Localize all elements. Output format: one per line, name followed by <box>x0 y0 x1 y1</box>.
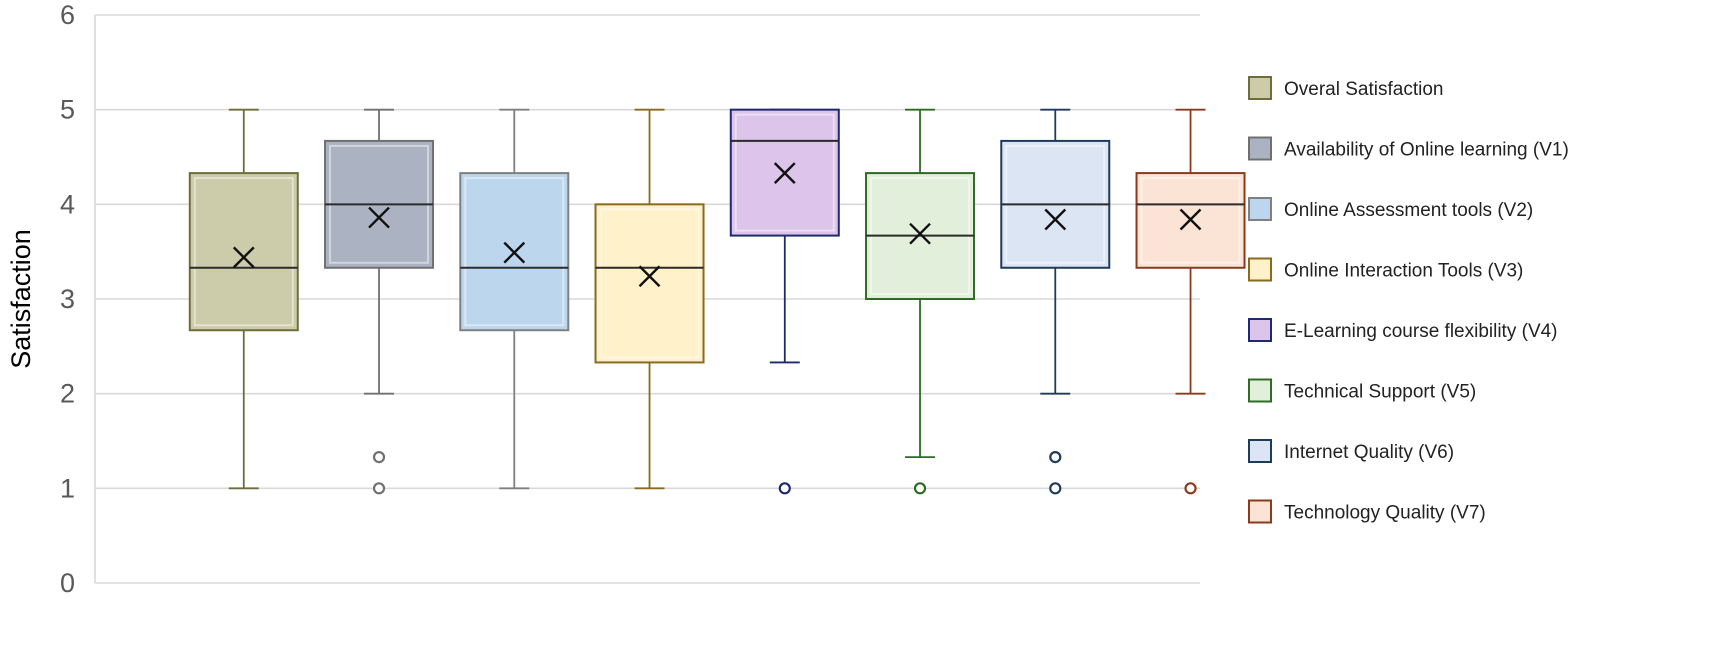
mean-marker <box>773 162 796 184</box>
mean-marker <box>368 206 390 229</box>
y-tick-label: 5 <box>60 95 75 125</box>
y-axis-ticks: 0 1 2 3 4 5 6 <box>60 0 75 598</box>
legend-label: Online Assessment tools (V2) <box>1284 200 1533 221</box>
legend-item: Technology Quality (V7) <box>1248 499 1486 524</box>
legend-label: Internet Quality (V6) <box>1284 442 1454 463</box>
outlier-point <box>778 482 791 495</box>
legend-item: Online Interaction Tools (V3) <box>1248 257 1523 282</box>
outlier-point <box>372 450 386 464</box>
legend-swatch <box>1248 378 1272 403</box>
mean-marker <box>1044 208 1067 231</box>
legend-swatch <box>1248 499 1272 524</box>
y-tick-label: 6 <box>60 0 75 30</box>
legend-swatch <box>1248 257 1272 282</box>
legend-swatch <box>1248 318 1272 342</box>
legend-label: Online Interaction Tools (V3) <box>1284 261 1523 282</box>
legend-swatch <box>1248 136 1272 161</box>
legend-label: Technical Support (V5) <box>1284 382 1476 403</box>
box-group <box>324 108 435 495</box>
outlier-point <box>913 482 927 495</box>
box-group <box>1000 108 1111 495</box>
box-highlight <box>193 177 294 327</box>
legend-item: Availability of Online learning (V1) <box>1248 136 1569 161</box>
outlier-point <box>1049 482 1062 495</box>
mean-marker <box>909 222 931 245</box>
box-iqr <box>1135 172 1246 269</box>
box-group <box>188 108 299 490</box>
outlier-point <box>1049 450 1062 464</box>
box-highlight <box>464 177 565 327</box>
box-iqr <box>188 172 299 332</box>
box-group <box>1135 108 1246 495</box>
y-tick-label: 1 <box>60 473 75 503</box>
y-tick-label: 4 <box>60 189 75 219</box>
mean-marker <box>232 246 255 269</box>
box-group <box>459 108 570 490</box>
box-iqr <box>594 203 705 364</box>
y-axis-title: Satisfaction <box>6 229 36 369</box>
y-tick-label: 0 <box>60 568 75 598</box>
legend-swatch <box>1248 197 1272 221</box>
mean-marker <box>638 265 661 288</box>
legend-swatch <box>1248 76 1272 100</box>
box-group <box>865 108 976 495</box>
legend-label: Technology Quality (V7) <box>1284 503 1486 524</box>
legend-item: E-Learning course flexibility (V4) <box>1248 318 1558 342</box>
legend-label: E-Learning course flexibility (V4) <box>1284 321 1558 342</box>
legend-label: Overal Satisfaction <box>1284 79 1443 100</box>
legend-swatch <box>1248 439 1272 463</box>
legend-label: Availability of Online learning (V1) <box>1284 140 1569 161</box>
mean-marker <box>503 241 526 264</box>
legend-item: Online Assessment tools (V2) <box>1248 197 1533 221</box>
y-tick-label: 3 <box>60 284 75 314</box>
box-group <box>729 108 840 495</box>
outlier-point <box>372 482 386 495</box>
box-group <box>594 108 705 490</box>
y-tick-label: 2 <box>60 379 75 409</box>
legend-item: Technical Support (V5) <box>1248 378 1476 403</box>
mean-marker <box>1179 208 1202 231</box>
box-highlight <box>734 113 835 232</box>
outlier-point <box>1184 482 1197 495</box>
box-highlight <box>1140 177 1241 264</box>
legend-item: Overal Satisfaction <box>1248 76 1443 100</box>
box-highlight <box>599 208 700 359</box>
boxes <box>188 108 1246 495</box>
legend-item: Internet Quality (V6) <box>1248 439 1454 463</box>
